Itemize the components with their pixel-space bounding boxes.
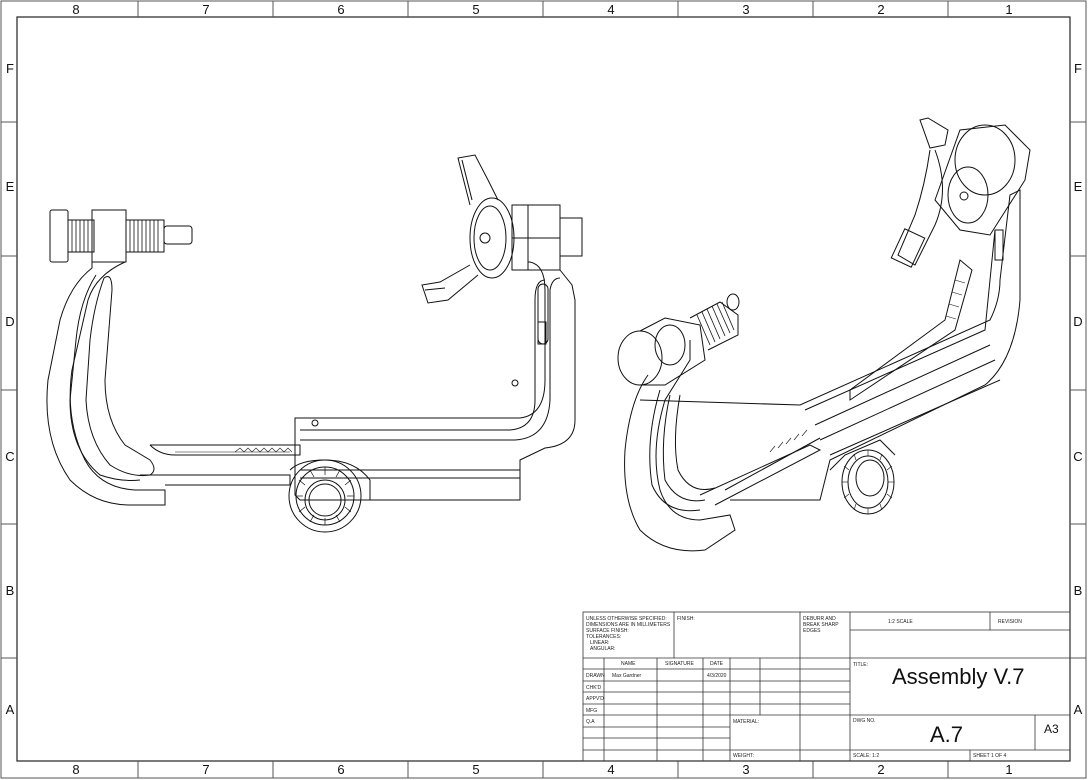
zone-col-label: 6 <box>337 2 345 17</box>
side-view <box>46 154 583 533</box>
tolerance-note: ANGULAR: <box>590 646 616 652</box>
zone-row-label: F <box>6 61 14 76</box>
tolerance-note: LINEAR: <box>590 640 610 646</box>
zone-col-label: 1 <box>1005 2 1013 17</box>
zone-row-label: C <box>1073 449 1083 464</box>
role-qa: Q.A <box>586 719 595 725</box>
deburr-note: BREAK SHARP <box>803 622 839 628</box>
zone-col-label: 2 <box>877 762 885 777</box>
zone-col-label: 1 <box>1005 762 1013 777</box>
zone-col-label: 2 <box>877 2 885 17</box>
role-checked: CHK'D <box>586 685 602 691</box>
drawn-date: 4/3/2020 <box>707 673 727 679</box>
tolerance-note: UNLESS OTHERWISE SPECIFIED: <box>586 616 667 622</box>
deburr-note: EDGES <box>803 628 821 634</box>
deburr-note: DEBURR AND <box>803 616 836 622</box>
zone-row-label: C <box>5 449 15 464</box>
zone-row-label: F <box>1074 61 1082 76</box>
zone-col-label: 5 <box>472 2 480 17</box>
inner-border <box>16 16 1071 762</box>
drawing-title: Assembly V.7 <box>892 664 1025 689</box>
zone-col-label: 3 <box>742 762 750 777</box>
scale-header: 1:2 SCALE <box>888 619 913 625</box>
zone-col-label: 4 <box>607 2 615 17</box>
zone-row-label: D <box>5 314 15 329</box>
zone-row-label: D <box>1073 314 1083 329</box>
role-mfg: MFG <box>586 708 598 714</box>
drawn-name: Max Gardner <box>612 673 642 679</box>
col-signature-header: SIGNATURE <box>665 661 694 667</box>
zone-row-label: E <box>5 179 15 194</box>
role-approved: APPV'D <box>586 696 604 702</box>
zone-col-label: 7 <box>202 2 210 17</box>
side-view-knob <box>49 209 69 263</box>
zone-col-label: 3 <box>742 2 750 17</box>
zone-col-label: 5 <box>472 762 480 777</box>
zone-col-label: 6 <box>337 762 345 777</box>
tolerance-note: DIMENSIONS ARE IN MILLIMETERS <box>586 622 671 628</box>
tolerance-note: TOLERANCES: <box>586 634 622 640</box>
zone-row-label: B <box>5 583 15 598</box>
zone-row-label: E <box>1073 179 1083 194</box>
col-date-header: DATE <box>710 661 723 667</box>
zone-row-label: A <box>5 702 15 717</box>
tolerance-note: SURFACE FINISH: <box>586 628 629 634</box>
role-drawn: DRAWN <box>586 673 605 679</box>
zone-row-label: B <box>1073 583 1083 598</box>
scale-label: SCALE: 1:2 <box>853 753 880 759</box>
zone-col-label: 8 <box>72 2 80 17</box>
zone-col-label: 7 <box>202 762 210 777</box>
isometric-view <box>617 117 1031 552</box>
material-label: MATERIAL: <box>733 719 760 725</box>
weight-label: WEIGHT: <box>733 753 754 759</box>
dwg-no-label: DWG NO. <box>853 718 876 724</box>
title-label: TITLE: <box>853 662 869 668</box>
drawing-number: A.7 <box>930 722 964 747</box>
sheet-size: A3 <box>1044 722 1059 736</box>
zone-row-label: A <box>1073 702 1083 717</box>
title-block <box>582 611 1071 762</box>
col-name-header: NAME <box>621 661 636 667</box>
finish-label: FINISH: <box>677 616 695 622</box>
zone-col-label: 4 <box>607 762 615 777</box>
zone-col-label: 8 <box>72 762 80 777</box>
revision-label: REVISION <box>998 619 1022 625</box>
sheet-number: SHEET 1 OF 4 <box>973 753 1007 759</box>
